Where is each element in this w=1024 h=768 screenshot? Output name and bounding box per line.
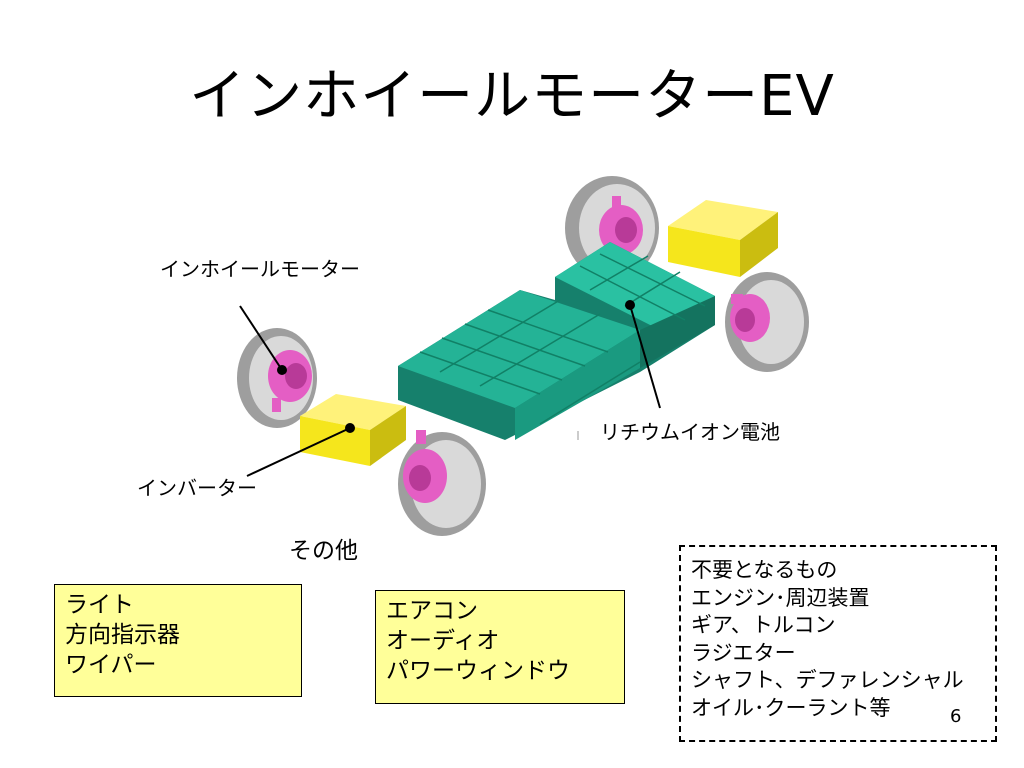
front-left-wheel: [398, 430, 486, 536]
others-box-left: ライト 方向指示器 ワイパー: [54, 584, 302, 697]
others-item: ワイパー: [65, 652, 157, 678]
label-in-wheel-motor: インホイールモーター: [160, 257, 360, 281]
front-right-wheel: [725, 272, 809, 372]
others-item: オーディオ: [386, 628, 500, 654]
rear-left-wheel: [237, 328, 317, 428]
others-box-middle: エアコン オーディオ パワーウィンドウ: [375, 590, 625, 704]
page-number: 6: [950, 706, 962, 727]
battery-pack: [398, 242, 715, 440]
unneeded-item: ギア、トルコン: [691, 613, 836, 637]
others-item: パワーウィンドウ: [386, 658, 570, 684]
slide-title: インホイールモーターEV: [189, 64, 835, 129]
rear-inverter: [668, 200, 778, 277]
unneeded-heading: 不要となるもの: [691, 558, 838, 582]
others-item: ライト: [65, 592, 134, 618]
unneeded-item: オイル･クーラント等: [691, 695, 891, 720]
label-others: その他: [289, 538, 358, 564]
label-inverter: インバーター: [137, 476, 257, 500]
unneeded-item: ラジエター: [691, 640, 796, 665]
leader-lines: [239, 304, 661, 477]
unneeded-item: エンジン･周辺装置: [691, 585, 870, 610]
label-lithium-ion-battery: リチウムイオン電池: [600, 420, 780, 444]
others-item: エアコン: [386, 598, 478, 624]
unneeded-item: シャフト、デファレンシャル: [691, 668, 964, 692]
unneeded-parts-box: 不要となるもの エンジン･周辺装置 ギア、トルコン ラジエター シャフト、デファ…: [679, 545, 997, 742]
others-item: 方向指示器: [65, 622, 180, 648]
